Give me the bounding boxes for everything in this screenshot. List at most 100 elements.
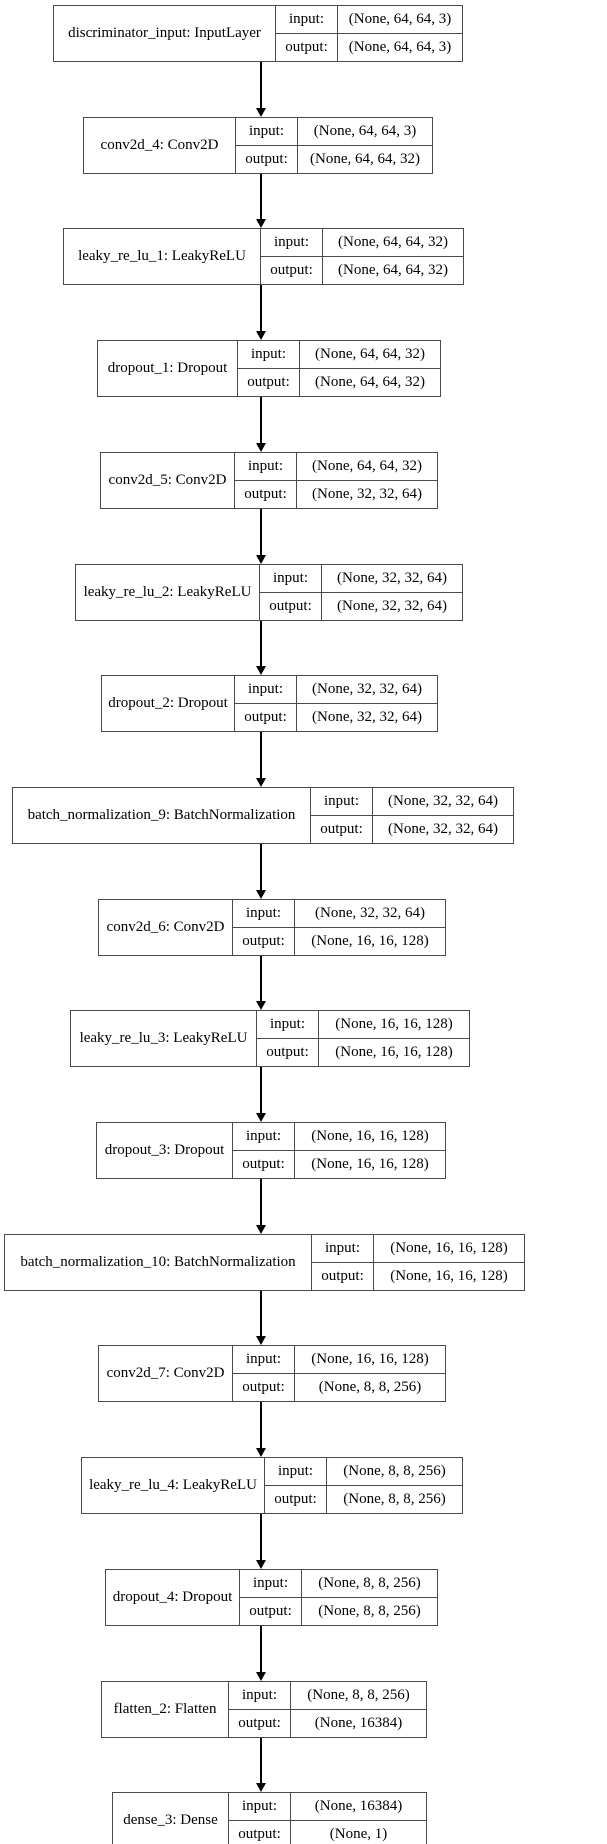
layer-name-flatten_2: flatten_2: Flatten bbox=[102, 1682, 229, 1737]
layer-io-table-flatten_2: input:(None, 8, 8, 256)output:(None, 163… bbox=[229, 1682, 426, 1737]
edge-line bbox=[260, 509, 262, 556]
layer-io-table-conv2d_7: input:(None, 16, 16, 128)output:(None, 8… bbox=[233, 1346, 445, 1401]
output-shape-dense_3: (None, 1) bbox=[329, 1826, 388, 1842]
layer-name-batch_normalization_9: batch_normalization_9: BatchNormalizatio… bbox=[13, 788, 311, 843]
layer-name-conv2d_7: conv2d_7: Conv2D bbox=[99, 1346, 233, 1401]
layer-output-row-dropout_1: output:(None, 64, 64, 32) bbox=[238, 369, 440, 396]
edge-discriminator_input-to-conv2d_4 bbox=[256, 62, 266, 117]
edge-line bbox=[260, 621, 262, 667]
layer-input-row-discriminator_input: input:(None, 64, 64, 3) bbox=[276, 6, 462, 34]
edge-line bbox=[260, 285, 262, 332]
layer-name-dropout_4: dropout_4: Dropout bbox=[106, 1570, 240, 1625]
edge-line bbox=[260, 1514, 262, 1561]
input-shape-conv2d_6: (None, 32, 32, 64) bbox=[315, 905, 425, 921]
edge-conv2d_6-to-leaky_re_lu_3 bbox=[256, 956, 266, 1010]
edge-leaky_re_lu_1-to-dropout_1 bbox=[256, 285, 266, 340]
layer-output-row-leaky_re_lu_2: output:(None, 32, 32, 64) bbox=[260, 593, 462, 620]
layer-node-batch_normalization_10: batch_normalization_10: BatchNormalizati… bbox=[4, 1234, 525, 1291]
output-label: output: bbox=[257, 1039, 319, 1066]
layer-output-row-batch_normalization_10: output:(None, 16, 16, 128) bbox=[312, 1263, 524, 1290]
input-label: input: bbox=[235, 453, 297, 480]
output-label: output: bbox=[240, 1598, 302, 1625]
edge-line bbox=[260, 1291, 262, 1337]
layer-input-row-batch_normalization_10: input:(None, 16, 16, 128) bbox=[312, 1235, 524, 1263]
output-shape-leaky_re_lu_1: (None, 64, 64, 32) bbox=[338, 262, 448, 278]
layer-output-row-conv2d_4: output: (None, 64, 64, 32) bbox=[236, 146, 432, 173]
layer-output-row-leaky_re_lu_3: output:(None, 16, 16, 128) bbox=[257, 1039, 469, 1066]
layer-name-leaky_re_lu_1: leaky_re_lu_1: LeakyReLU bbox=[64, 229, 261, 284]
arrowhead-icon bbox=[256, 890, 266, 899]
layer-name-dropout_1: dropout_1: Dropout bbox=[98, 341, 238, 396]
layer-name-leaky_re_lu_3: leaky_re_lu_3: LeakyReLU bbox=[71, 1011, 257, 1066]
layer-node-batch_normalization_9: batch_normalization_9: BatchNormalizatio… bbox=[12, 787, 514, 844]
input-label: input: bbox=[257, 1011, 319, 1038]
layer-output-row-batch_normalization_9: output:(None, 32, 32, 64) bbox=[311, 816, 513, 843]
edge-leaky_re_lu_3-to-dropout_3 bbox=[256, 1067, 266, 1122]
edge-conv2d_4-to-leaky_re_lu_1 bbox=[256, 174, 266, 228]
layer-output-row-discriminator_input: output:(None, 64, 64, 3) bbox=[276, 34, 462, 61]
edge-line bbox=[260, 844, 262, 891]
arrowhead-icon bbox=[256, 1336, 266, 1345]
output-label: output: bbox=[276, 34, 338, 61]
input-label: input: bbox=[233, 1346, 295, 1373]
input-shape-leaky_re_lu_1: (None, 64, 64, 32) bbox=[338, 234, 448, 250]
input-label: input: bbox=[235, 676, 297, 703]
arrowhead-icon bbox=[256, 331, 266, 340]
layer-io-table-leaky_re_lu_1: input:(None, 64, 64, 32)output: (None, 64… bbox=[261, 229, 463, 284]
input-shape-leaky_re_lu_3: (None, 16, 16, 128) bbox=[335, 1016, 453, 1032]
edge-leaky_re_lu_2-to-dropout_2 bbox=[256, 621, 266, 675]
output-label: output: bbox=[236, 146, 298, 173]
input-label: input: bbox=[311, 788, 373, 815]
layer-input-row-dropout_3: input:(None, 16, 16, 128) bbox=[233, 1123, 445, 1151]
layer-io-table-leaky_re_lu_4: input:(None, 8, 8, 256)output:(None, 8, … bbox=[265, 1458, 462, 1513]
edge-dropout_2-to-batch_normalization_9 bbox=[256, 732, 266, 787]
layer-io-table-dense_3: input:(None, 16384)output:(None, 1) bbox=[229, 1793, 426, 1844]
arrowhead-icon bbox=[256, 443, 266, 452]
output-shape-batch_normalization_9: (None, 32, 32, 64) bbox=[388, 821, 498, 837]
input-label: input: bbox=[233, 900, 295, 927]
edge-conv2d_5-to-leaky_re_lu_2 bbox=[256, 509, 266, 564]
edge-line bbox=[260, 62, 262, 109]
layer-input-row-leaky_re_lu_1: input:(None, 64, 64, 32) bbox=[261, 229, 463, 257]
input-shape-batch_normalization_10: (None, 16, 16, 128) bbox=[390, 1240, 508, 1256]
input-shape-flatten_2: (None, 8, 8, 256) bbox=[307, 1687, 410, 1703]
edge-flatten_2-to-dense_3 bbox=[256, 1738, 266, 1792]
input-shape-dropout_2: (None, 32, 32, 64) bbox=[312, 681, 422, 697]
layer-io-table-dropout_2: input:(None, 32, 32, 64)output:(None, 32… bbox=[235, 676, 437, 731]
input-shape-conv2d_5: (None, 64, 64, 32) bbox=[312, 458, 422, 474]
arrowhead-icon bbox=[256, 1560, 266, 1569]
output-shape-conv2d_4: (None, 64, 64, 32) bbox=[310, 151, 420, 167]
output-label: output: bbox=[261, 257, 323, 284]
layer-output-row-conv2d_7: output:(None, 8, 8, 256) bbox=[233, 1374, 445, 1401]
layer-name-conv2d_4: conv2d_4: Conv2D bbox=[84, 118, 236, 173]
layer-name-dropout_3: dropout_3: Dropout bbox=[97, 1123, 233, 1178]
layer-output-row-dropout_4: output:(None, 8, 8, 256) bbox=[240, 1598, 437, 1625]
layer-input-row-leaky_re_lu_2: input:(None, 32, 32, 64) bbox=[260, 565, 462, 593]
arrowhead-icon bbox=[256, 1113, 266, 1122]
arrowhead-icon bbox=[256, 666, 266, 675]
output-label: output: bbox=[265, 1486, 327, 1513]
output-label: output: bbox=[238, 369, 300, 396]
input-shape-dense_3: (None, 16384) bbox=[314, 1798, 403, 1814]
edge-dropout_3-to-batch_normalization_10 bbox=[256, 1179, 266, 1234]
layer-io-table-dropout_4: input:(None, 8, 8, 256)output:(None, 8, … bbox=[240, 1570, 437, 1625]
layer-input-row-flatten_2: input:(None, 8, 8, 256) bbox=[229, 1682, 426, 1710]
edge-leaky_re_lu_4-to-dropout_4 bbox=[256, 1514, 266, 1569]
output-shape-conv2d_6: (None, 16, 16, 128) bbox=[311, 933, 429, 949]
input-shape-leaky_re_lu_2: (None, 32, 32, 64) bbox=[337, 570, 447, 586]
input-label: input: bbox=[236, 118, 298, 145]
edge-line bbox=[260, 1067, 262, 1114]
output-shape-dropout_2: (None, 32, 32, 64) bbox=[312, 709, 422, 725]
output-shape-dropout_3: (None, 16, 16, 128) bbox=[311, 1156, 429, 1172]
input-label: input: bbox=[265, 1458, 327, 1485]
